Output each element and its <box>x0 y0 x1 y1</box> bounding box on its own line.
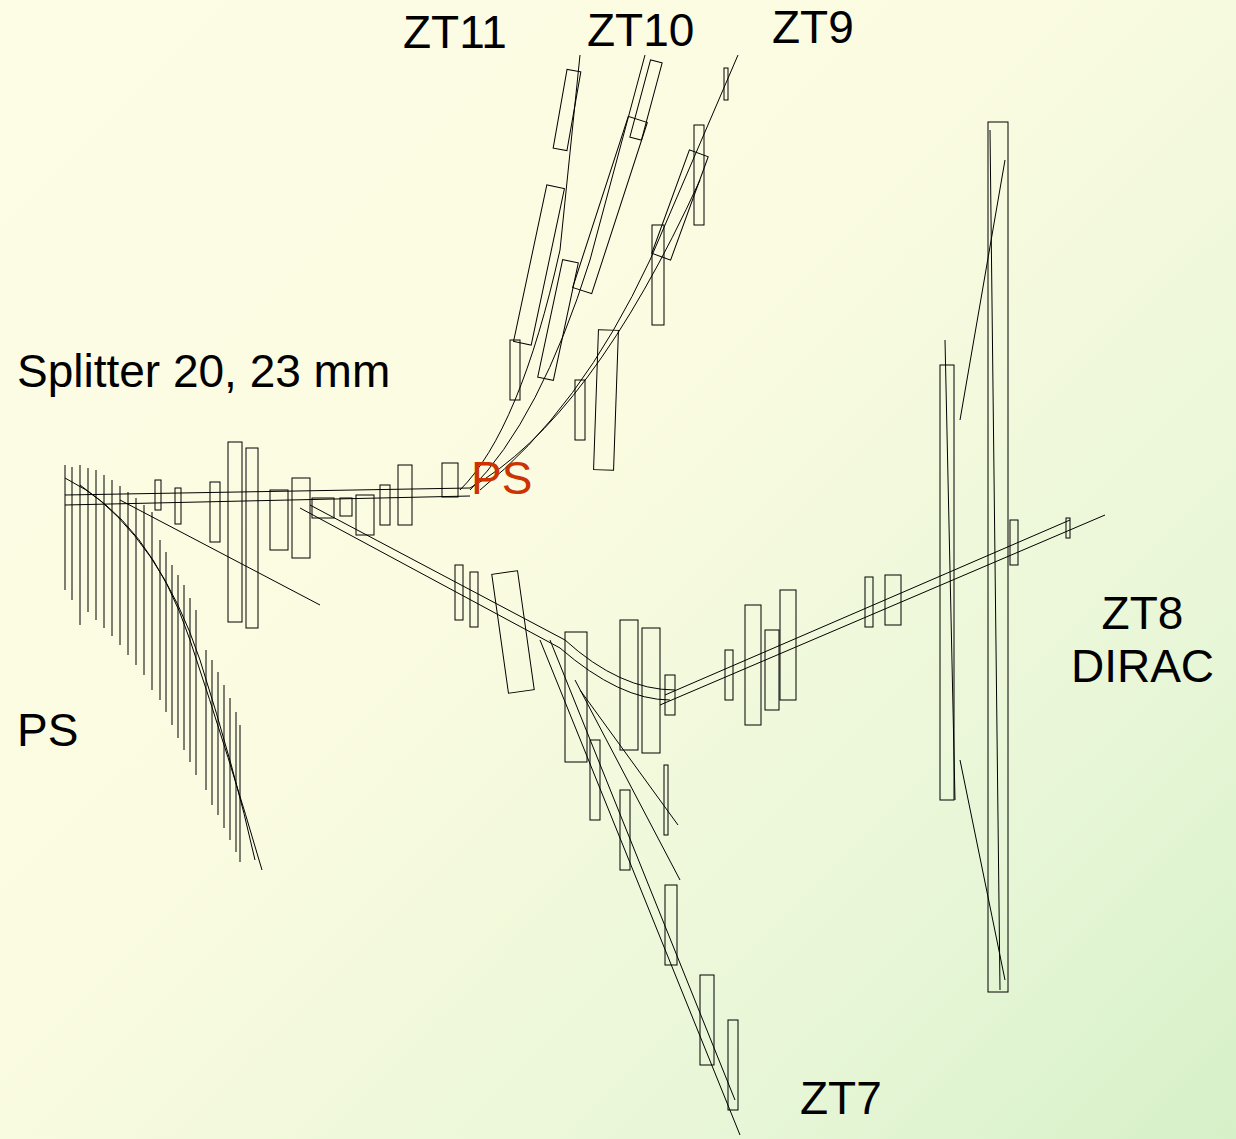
splitter-note: Splitter 20, 23 mm <box>17 345 390 398</box>
machine-label: PS <box>471 452 532 505</box>
line-label: ZT7 <box>800 1072 882 1125</box>
line-label: ZT8 DIRAC <box>1055 587 1230 693</box>
line-label: ZT10 <box>587 4 694 57</box>
line-label: ZT9 <box>772 1 854 54</box>
machine-label: PS <box>17 704 78 757</box>
line-label: ZT11 <box>403 6 507 59</box>
